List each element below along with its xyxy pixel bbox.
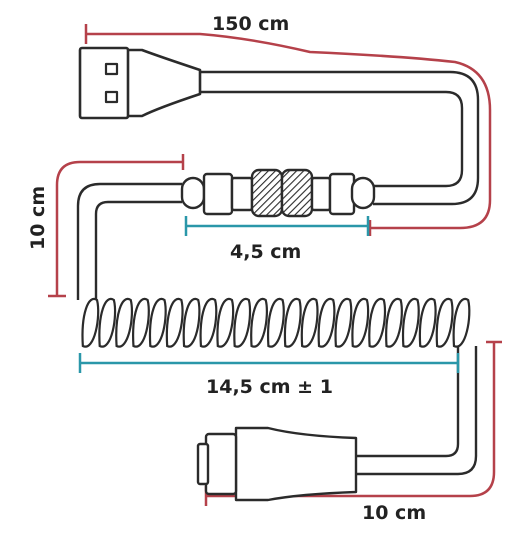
micro-usb-housing	[234, 426, 358, 502]
connector-nut-left	[250, 168, 284, 218]
dimension-150cm-line	[86, 32, 492, 230]
usb-a-plug	[78, 46, 130, 120]
usb-a-housing	[124, 48, 202, 118]
label-bottom-straight: 10 cm	[362, 502, 426, 524]
connector-left-ring	[230, 176, 254, 212]
connector-right-sleeve	[328, 172, 356, 216]
coil-loop	[199, 297, 218, 348]
coil-loop	[300, 297, 319, 348]
label-coil-length: 14,5 cm ± 1	[206, 376, 333, 398]
coil-loop	[233, 297, 252, 348]
coil-loop	[115, 297, 134, 348]
connector-left-cap	[180, 176, 206, 210]
coil-loop	[385, 297, 403, 348]
coil-loop	[317, 297, 336, 348]
coil-loop	[98, 297, 117, 348]
micro-usb-tip	[196, 442, 210, 486]
coil-loop	[216, 297, 235, 348]
usb-a-connector	[78, 46, 202, 120]
coil-loop	[81, 297, 100, 348]
cable-right-straight	[356, 346, 478, 476]
coil-loop	[266, 297, 285, 348]
teal-dimension-lines	[78, 216, 460, 373]
red-dimension-lines	[48, 24, 502, 506]
connector-left-sleeve	[202, 172, 234, 216]
coil-loop	[250, 297, 268, 348]
coil-loop	[165, 297, 184, 348]
coil-loop	[401, 297, 420, 348]
coil-loop	[435, 297, 454, 348]
micro-usb-connector	[196, 426, 358, 502]
connector-nut-right	[280, 168, 314, 218]
coil-loop	[418, 297, 437, 348]
label-connector-length: 4,5 cm	[230, 241, 301, 263]
coil-loop	[283, 297, 302, 348]
coil-loop	[351, 297, 370, 348]
dimension-bottom-10cm-line	[206, 342, 496, 498]
connector-right-cap	[350, 176, 376, 210]
cable-left-straight	[76, 182, 182, 300]
dimension-left-10cm-line	[55, 160, 183, 296]
coil-loop	[182, 297, 201, 348]
coil-loop	[368, 297, 387, 348]
coil-loop	[148, 297, 167, 348]
micro-usb-plug	[204, 432, 238, 496]
coil-loop	[132, 297, 150, 348]
label-total-length: 150 cm	[212, 13, 289, 35]
label-left-straight: 10 cm	[27, 186, 49, 250]
usb-a-contact-bottom	[104, 90, 119, 104]
usb-a-contact-top	[104, 62, 119, 76]
cable	[76, 66, 480, 476]
coiled-section	[81, 297, 471, 348]
coil-loop	[452, 297, 471, 348]
coil-loop	[334, 297, 353, 348]
aviator-connector	[180, 168, 376, 218]
connector-right-ring	[310, 176, 332, 212]
